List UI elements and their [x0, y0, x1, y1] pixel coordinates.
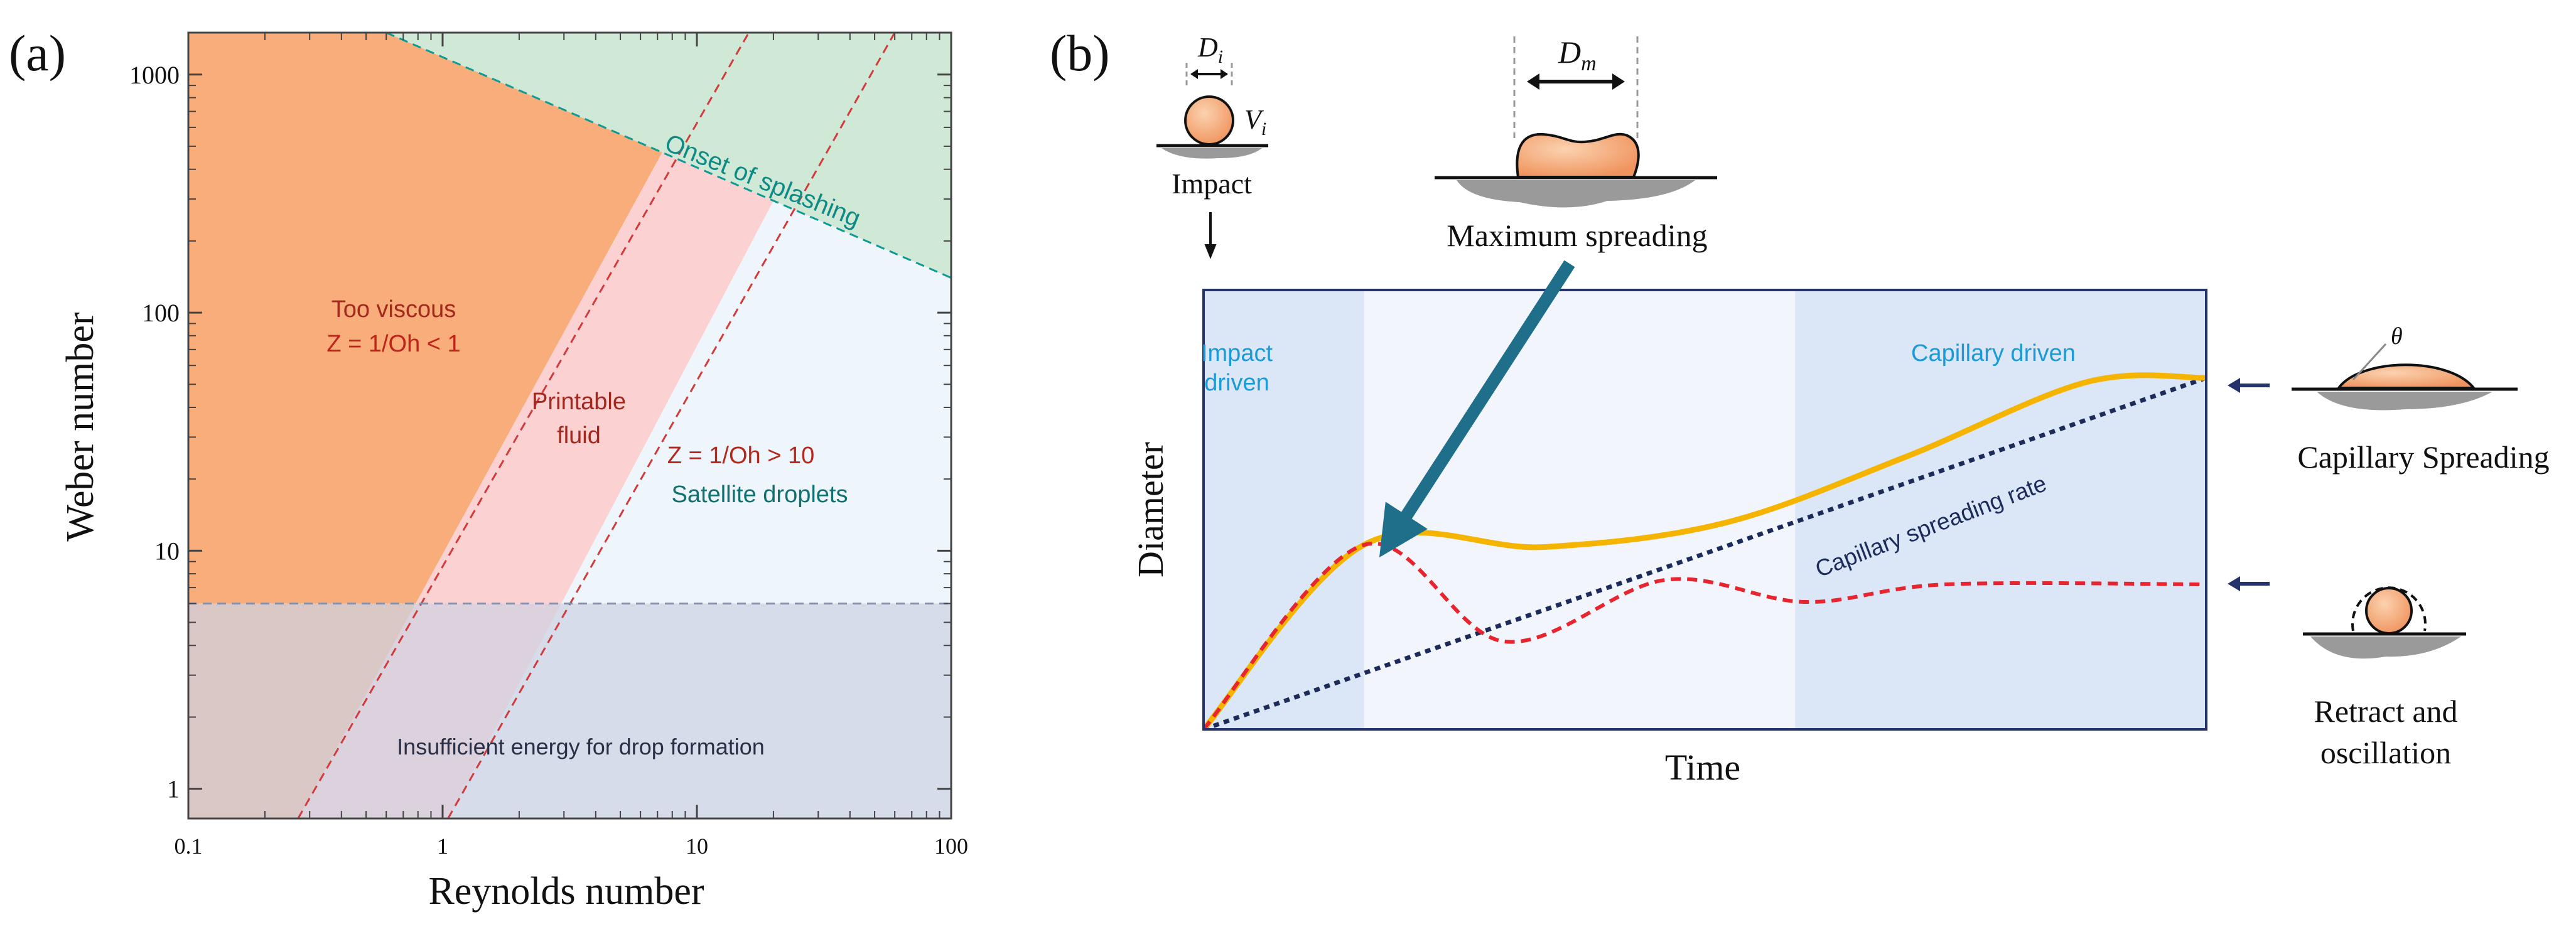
- x-tick-label: 10: [686, 834, 708, 859]
- time-axis-label: Time: [1665, 747, 1740, 788]
- annotation-insufficient-energy: Insufficient energy for drop formation: [397, 734, 765, 760]
- y-tick-label: 100: [142, 299, 180, 327]
- impact-label: Impact: [1172, 168, 1252, 200]
- retract-shadow: [2310, 636, 2461, 659]
- insufficient-energy-region: [188, 603, 951, 819]
- impact-driven-region: [1204, 290, 1364, 729]
- max-spreading-droplet: [1516, 132, 1640, 178]
- annotation-satellite-z: Z = 1/Oh > 10: [667, 443, 814, 469]
- spreading-series-line: [1204, 372, 2206, 729]
- di-label: Di: [1197, 32, 1223, 67]
- annotation-fluid: fluid: [557, 422, 601, 449]
- dm-label: Dm: [1558, 35, 1597, 75]
- capillary-driven-label: Capillary driven: [1911, 340, 2076, 367]
- capillary-pointer-head: [2228, 378, 2240, 393]
- max-spreading-shadow: [1457, 180, 1695, 208]
- capillary-driven-region: [1795, 290, 2206, 729]
- panel-a-regions: [188, 33, 951, 819]
- annotation-satellite-droplets: Satellite droplets: [672, 481, 848, 508]
- z1-boundary-line: [297, 33, 750, 819]
- annotation-too-viscous: Too viscous: [331, 296, 456, 323]
- z10-boundary-line: [447, 33, 896, 819]
- diameter-axis-label: Diameter: [1130, 442, 1171, 577]
- x-tick-label: 0.1: [175, 834, 203, 859]
- contact-angle-line: [2352, 343, 2387, 381]
- impact-illustration: Di Vi Impact: [1156, 32, 1268, 259]
- annotation-printable: Printable: [532, 389, 626, 415]
- x-tick-label: 100: [934, 834, 968, 859]
- panel-b-label: (b): [1050, 24, 1110, 82]
- panel-a-boundary-lines: [188, 33, 951, 819]
- impact-surface-shadow: [1161, 148, 1262, 159]
- capillary-shadow: [2317, 392, 2492, 411]
- y-tick-label: 10: [154, 537, 180, 565]
- panel-b-shaded-regions: [1204, 290, 2206, 729]
- panel-a-label: (a): [9, 24, 66, 82]
- retract-label-2: oscillation: [2320, 735, 2451, 770]
- impact-driven-label-2: driven: [1204, 370, 1269, 396]
- di-arrowheads: [1190, 69, 1228, 79]
- y-axis-label: Weber number: [59, 312, 102, 541]
- plot-frame: [187, 31, 952, 820]
- retract-droplet: [2365, 587, 2413, 635]
- capillary-droplet: [2336, 363, 2477, 389]
- impact-driven-label-1: Impact: [1201, 340, 1273, 367]
- retract-illustration: Retract and oscillation: [2228, 576, 2466, 770]
- theta-label: θ: [2391, 323, 2403, 350]
- retract-label-1: Retract and: [2314, 694, 2457, 729]
- capillary-spreading-label: Capillary Spreading: [2297, 439, 2549, 475]
- y-tick-label: 1: [167, 775, 180, 803]
- capillary-illustration: θ Capillary Spreading: [2228, 323, 2550, 475]
- vi-label: Vi: [1244, 104, 1266, 139]
- retract-pointer-head: [2228, 576, 2240, 591]
- panel-a-ticks: 0.1 1 10 100 1 10 100 1000: [129, 33, 968, 859]
- plot-frame-b: [1202, 289, 2207, 731]
- x-axis-label: Reynolds number: [428, 870, 704, 913]
- max-spreading-illustration: Dm Maximum spreading: [1435, 35, 1717, 253]
- maximum-spreading-label: Maximum spreading: [1447, 218, 1707, 253]
- impact-droplet: [1184, 95, 1234, 146]
- annotation-too-viscous-z: Z = 1/Oh < 1: [326, 331, 460, 357]
- panel-b-series: [1204, 372, 2206, 729]
- x-tick-label: 1: [437, 834, 448, 859]
- splashing-boundary-line: [385, 33, 951, 279]
- y-tick-label: 1000: [129, 61, 180, 89]
- panel-a-chart: 0.1 1 10 100 1 10 100 1000 Too viscous Z = 1/Oh…: [59, 31, 968, 913]
- panel-b-chart: Impact driven Capillary driven Capillary…: [1130, 260, 2207, 788]
- maximum-spreading-arrow: [1379, 260, 1575, 558]
- retract-series-line: [1204, 541, 2206, 729]
